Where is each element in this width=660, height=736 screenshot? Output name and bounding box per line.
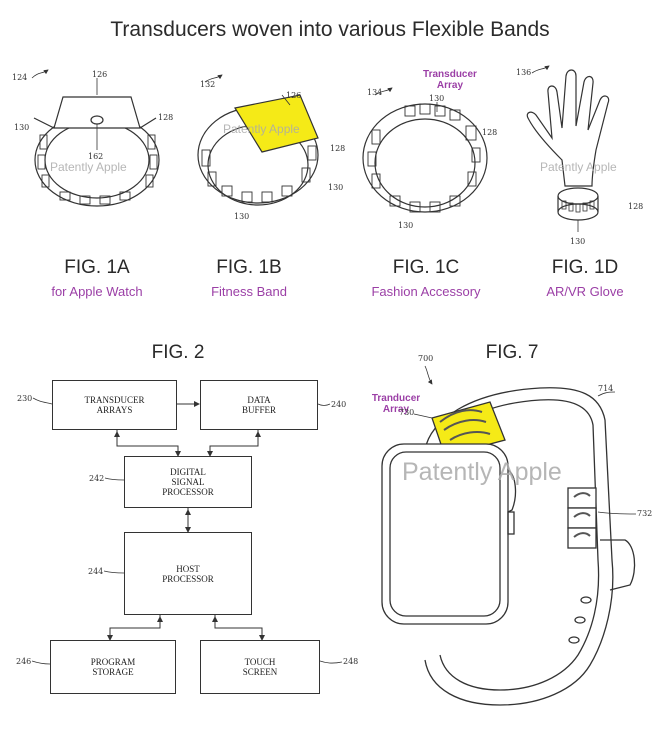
fig-1d-label: FIG. 1D: [551, 257, 619, 278]
ref-126: 126: [92, 70, 108, 79]
fig-7-drawing: [381, 365, 637, 706]
ref-128c: 128: [482, 128, 498, 137]
ref-130c: 130: [234, 212, 250, 221]
fig-1c-label: FIG. 1C: [392, 257, 460, 278]
ref-136: 136: [516, 68, 532, 77]
ref-730: 730: [399, 408, 415, 417]
transducer-array-annotation-1c: Transducer Array: [423, 69, 477, 91]
ref-128b: 128: [330, 144, 346, 153]
ref-130e: 130: [398, 221, 414, 230]
ref-242: 242: [89, 474, 105, 483]
fig-1a-drawing: [31, 69, 160, 207]
fig-1d-drawing: [526, 65, 610, 232]
watermark-fig7: Patently Apple: [402, 458, 562, 486]
ref-130b: 130: [328, 183, 344, 192]
ref-246: 246: [16, 657, 32, 666]
fig-2-label: FIG. 2: [151, 342, 205, 363]
ref-248: 248: [343, 657, 359, 666]
ref-132: 132: [200, 80, 216, 89]
ref-130d: 130: [429, 94, 445, 103]
ref-134: 134: [367, 88, 383, 97]
fig-1b-label: FIG. 1B: [216, 257, 282, 278]
watermark-1d: Patently Apple: [540, 160, 617, 174]
ref-124: 124: [12, 73, 28, 82]
fig-1b-drawing: [197, 74, 319, 206]
ref-130f: 130: [570, 237, 586, 246]
ref-244: 244: [88, 567, 104, 576]
fig-1c-caption: Fashion Accessory: [371, 284, 481, 299]
ref-162: 162: [88, 152, 104, 161]
touch-screen-block: TOUCH SCREEN: [200, 640, 320, 694]
transducer-arrays-block: TRANSDUCER ARRAYS: [52, 380, 177, 430]
ref-230: 230: [17, 394, 33, 403]
watermark-1a: Patently Apple: [50, 160, 127, 174]
fig-1b-caption: Fitness Band: [211, 284, 287, 299]
program-storage-block: PROGRAM STORAGE: [50, 640, 176, 694]
ref-128: 128: [158, 113, 174, 122]
fig-1d-caption: AR/VR Glove: [546, 284, 624, 299]
data-buffer-block: DATA BUFFER: [200, 380, 318, 430]
ref-714: 714: [598, 384, 614, 393]
fig-2-connectors: [31, 397, 343, 665]
ref-240: 240: [331, 400, 347, 409]
ref-732: 732: [637, 509, 653, 518]
fig-1a-caption: for Apple Watch: [51, 284, 143, 299]
ref-130: 130: [14, 123, 30, 132]
transducer-array-annotation-fig7: Tranducer Array: [371, 393, 421, 415]
page-title: Transducers woven into various Flexible …: [110, 18, 550, 41]
fig-1a-label: FIG. 1A: [64, 257, 130, 278]
digital-signal-processor-block: DIGITAL SIGNAL PROCESSOR: [124, 456, 252, 508]
fig-1c-drawing: [362, 87, 488, 213]
ref-128d: 128: [628, 202, 644, 211]
ref-126b: 126: [286, 91, 302, 100]
host-processor-block: HOST PROCESSOR: [124, 532, 252, 615]
watermark-1b: Patently Apple: [223, 122, 300, 136]
fig-7-label: FIG. 7: [485, 342, 539, 363]
ref-700: 700: [418, 354, 434, 363]
